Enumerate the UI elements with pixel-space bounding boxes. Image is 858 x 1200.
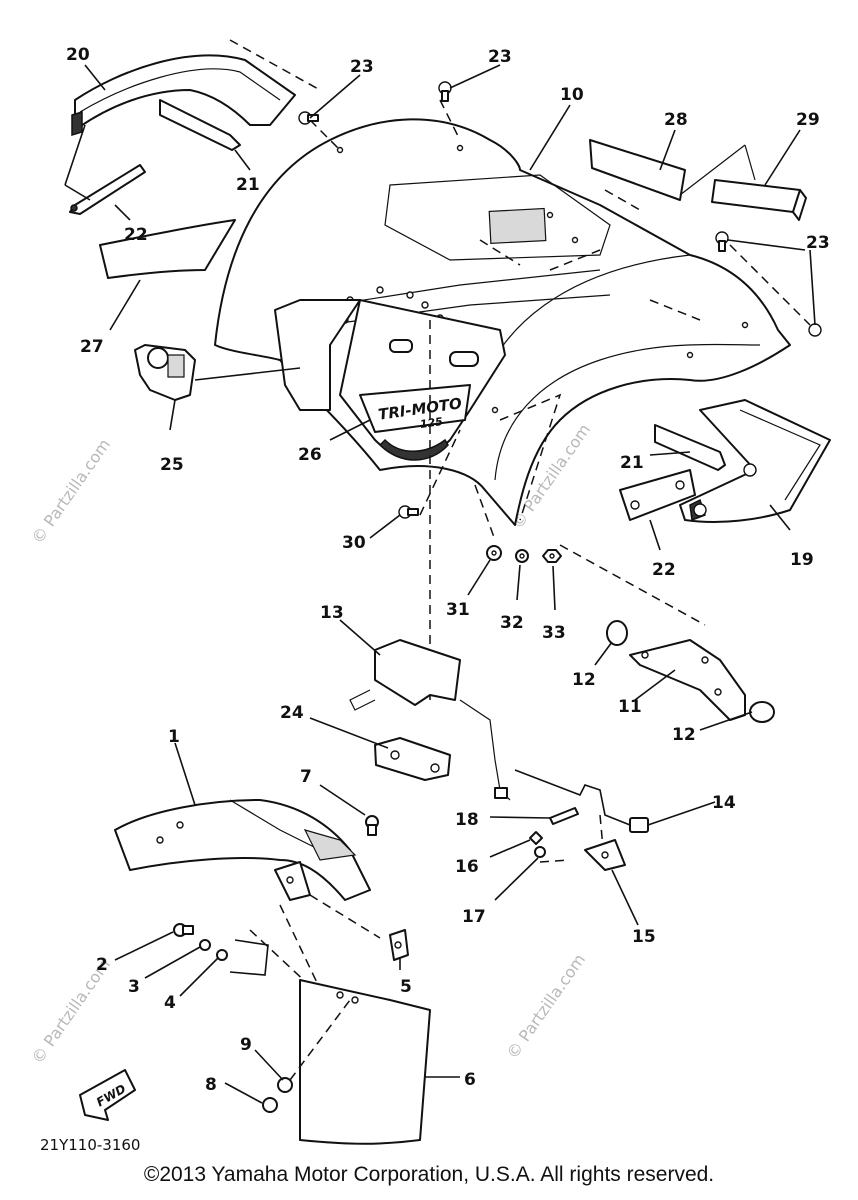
callout-29: 29 <box>796 110 820 130</box>
callout-12-a: 12 <box>572 670 596 690</box>
callout-5: 5 <box>400 977 412 997</box>
mud-flap <box>262 979 431 1145</box>
collar-12 <box>606 620 775 723</box>
callout-22-b: 22 <box>652 560 676 580</box>
front-fender <box>114 799 371 901</box>
decal-28 <box>589 139 756 211</box>
callout-4: 4 <box>164 993 176 1013</box>
protector-20 <box>71 54 296 137</box>
callout-7: 7 <box>300 767 312 787</box>
bracket-15 <box>584 839 626 871</box>
callout-19: 19 <box>790 550 814 570</box>
callout-21-b: 21 <box>620 453 644 473</box>
callout-17: 17 <box>462 907 486 927</box>
watermark-bottom-right: © Partzilla.com <box>503 950 589 1062</box>
callout-30: 30 <box>342 533 366 553</box>
fwd-arrow: FWD <box>79 1069 136 1121</box>
callout-12-b: 12 <box>672 725 696 745</box>
callout-26: 26 <box>298 445 322 465</box>
small-parts-16-18 <box>529 807 579 863</box>
callout-20: 20 <box>66 45 90 65</box>
callout-25: 25 <box>160 455 184 475</box>
callout-1: 1 <box>168 727 180 747</box>
leader-lines <box>84 64 816 1104</box>
callout-3: 3 <box>128 977 140 997</box>
callout-23-b: 23 <box>488 47 512 67</box>
pad-29 <box>711 179 807 221</box>
callout-28: 28 <box>664 110 688 130</box>
pad-21-top <box>159 99 241 151</box>
decal-text-125: 125 <box>419 415 444 431</box>
callout-15: 15 <box>632 927 656 947</box>
callout-18: 18 <box>455 810 479 830</box>
callout-8: 8 <box>205 1075 217 1095</box>
callout-31: 31 <box>446 600 470 620</box>
decal-27 <box>99 219 236 279</box>
callout-10: 10 <box>560 85 584 105</box>
tail-light-25 <box>134 344 301 401</box>
callout-13: 13 <box>320 603 344 623</box>
plate-24 <box>374 737 451 781</box>
fender-guidelines <box>229 39 811 700</box>
callout-9: 9 <box>240 1035 252 1055</box>
callout-21-a: 21 <box>236 175 260 195</box>
bracket-11 <box>629 639 746 721</box>
stay-22-top <box>64 124 146 215</box>
callout-24: 24 <box>280 703 304 723</box>
callout-2: 2 <box>96 955 108 975</box>
callout-23-c: 23 <box>806 233 830 253</box>
protector-19 <box>679 399 831 523</box>
callout-6: 6 <box>464 1070 476 1090</box>
copyright-notice: ©2013 Yamaha Motor Corporation, U.S.A. A… <box>143 1163 715 1186</box>
watermark-left: © Partzilla.com <box>28 435 114 547</box>
callout-33: 33 <box>542 623 566 643</box>
callout-11: 11 <box>618 697 642 717</box>
callout-32: 32 <box>500 613 524 633</box>
callouts: 20 23 23 10 28 29 21 22 23 27 25 26 21 2… <box>66 45 830 1095</box>
callout-22-a: 22 <box>124 225 148 245</box>
rear-fender: TRI-MOTO 125 <box>214 118 791 526</box>
bracket-13 <box>349 639 511 801</box>
callout-27: 27 <box>80 337 104 357</box>
fasteners-top <box>298 81 822 563</box>
callout-14: 14 <box>712 793 736 813</box>
diagram-code: 21Y110-3160 <box>40 1136 140 1154</box>
callout-23-a: 23 <box>350 57 374 77</box>
callout-16: 16 <box>455 857 479 877</box>
stay-22-right <box>619 469 696 521</box>
pad-21-right <box>654 424 726 471</box>
